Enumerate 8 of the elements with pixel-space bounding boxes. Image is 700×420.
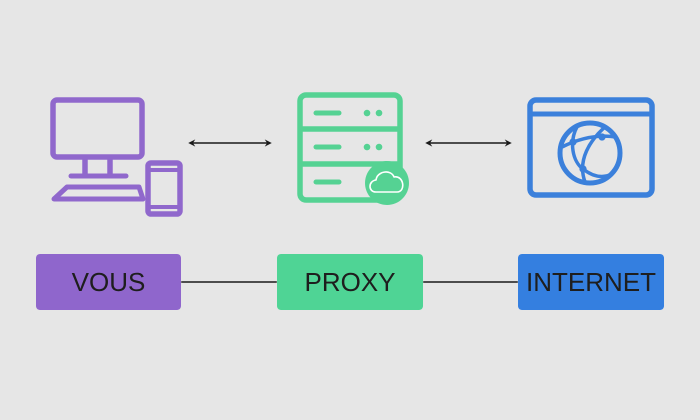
server-icon — [297, 92, 409, 205]
connector-line — [181, 281, 277, 283]
computer-icon — [50, 97, 183, 217]
label-box: INTERNET — [518, 254, 664, 310]
label-box: VOUS — [36, 254, 181, 310]
connector-line — [423, 281, 518, 283]
label-box: PROXY — [277, 254, 423, 310]
browser-icon — [527, 97, 655, 198]
